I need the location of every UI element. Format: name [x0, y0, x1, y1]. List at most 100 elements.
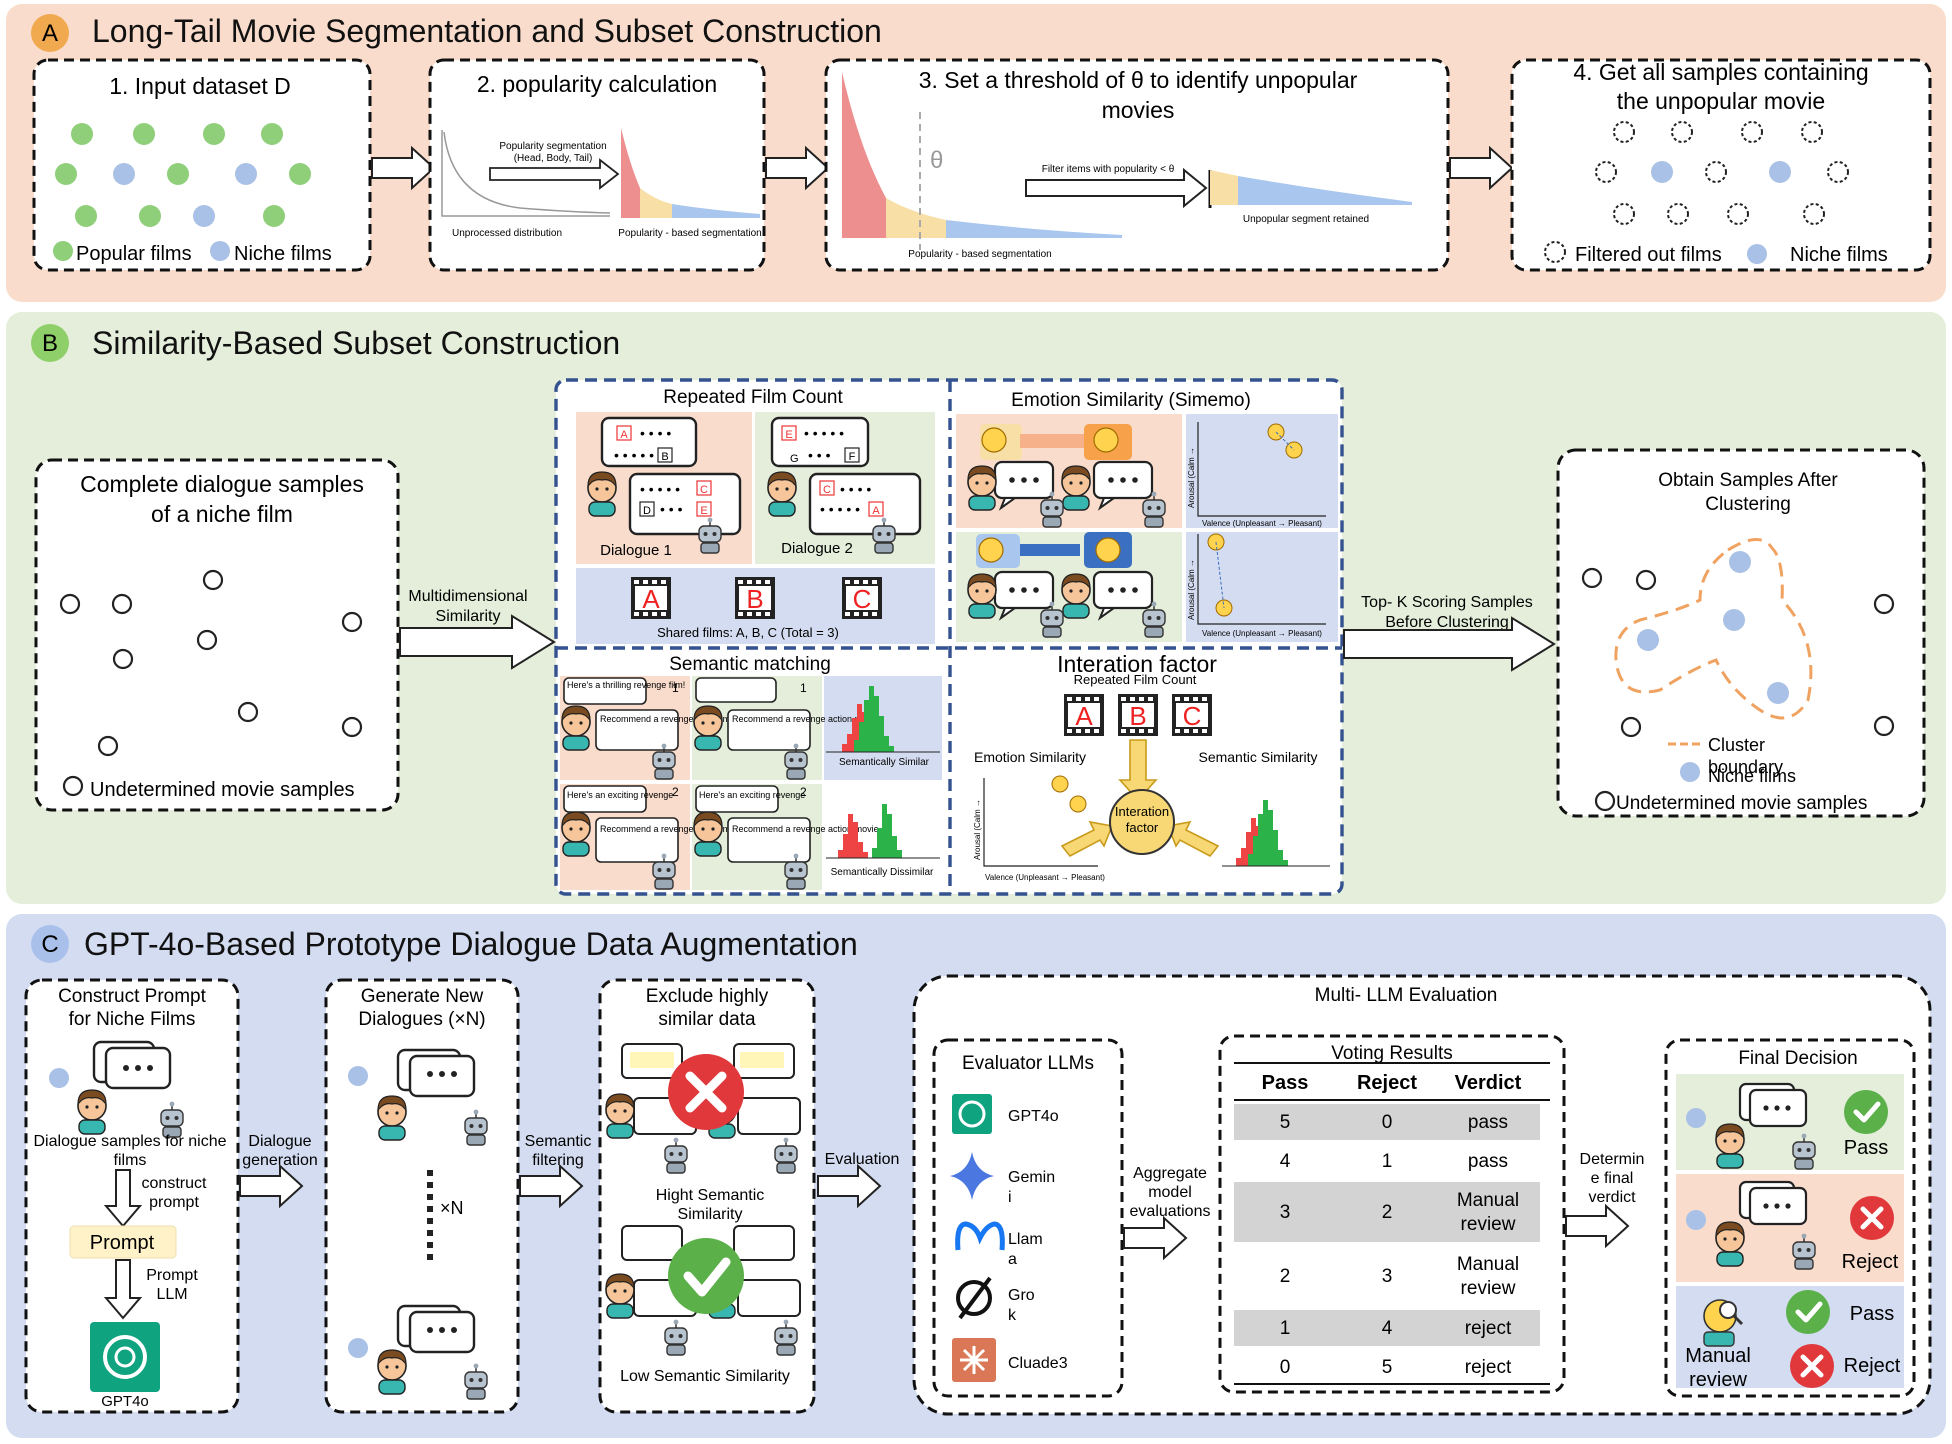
- step1-panel: [32, 58, 372, 272]
- determine-line1: Determin: [1580, 1151, 1645, 1168]
- dialogue-generation-line2: generation: [242, 1152, 318, 1169]
- step4-niche-dot: [1651, 161, 1673, 183]
- section-c-badge: [31, 925, 69, 963]
- gpt-logo-core: [114, 1346, 136, 1368]
- construct-dialogue: [77, 1040, 184, 1138]
- final-pass-check-icon: [1853, 1101, 1881, 1123]
- construct-samples-line1: Dialogue samples for niche: [34, 1133, 227, 1150]
- interaction-film-a-label: A: [1075, 701, 1093, 731]
- interaction-semantic-label: Semantic Similarity: [1198, 749, 1317, 765]
- popular-legend-dot: [53, 241, 73, 261]
- svg-text:• • •: • • •: [660, 501, 683, 517]
- film-b-label: B: [746, 584, 763, 614]
- voting-row4-verdict-line2: review: [1461, 1278, 1516, 1299]
- section-a-badge: [31, 14, 69, 52]
- clustering-title-line1: Obtain Samples After: [1658, 470, 1838, 491]
- svg-text:E: E: [700, 505, 707, 517]
- voting-row-bg: [1234, 1104, 1540, 1140]
- gpt-model-label: GPT4o: [101, 1393, 149, 1410]
- step4-dots: [1595, 121, 1849, 225]
- film-a-label: A: [642, 584, 660, 614]
- generate-times-label: ×N: [440, 1198, 464, 1218]
- semantic-q3-bubble1-line: Here's an exciting revenge: [567, 790, 673, 800]
- generate-niche-dot-bottom: [348, 1338, 368, 1358]
- semantic-q3-bubble2-line: Recommend a revenge action movie.: [600, 824, 749, 834]
- meta-llama-logo-icon: [955, 1221, 1005, 1251]
- determine-line3: verdict: [1588, 1189, 1636, 1206]
- cluster-boundary: [1614, 538, 1813, 720]
- theta-label: θ: [930, 147, 943, 174]
- semantic-q3-number: 2: [672, 785, 679, 799]
- prompt-down-arrow-icon: [103, 1259, 143, 1320]
- final-pass-dialogue: [1715, 1082, 1816, 1170]
- exclude-title-line1: Exclude highly: [646, 986, 769, 1007]
- svg-text:C: C: [823, 484, 831, 496]
- step4-niche-dot: [1769, 161, 1791, 183]
- step3-based-label: Popularity - based segmentation: [908, 249, 1051, 260]
- legend-step4-niche: Niche films: [1790, 244, 1888, 266]
- semantic-q1-bubble2-line: Recommend a revenge action movie.: [600, 714, 749, 724]
- construct-prompt-label-line1: construct: [142, 1175, 207, 1192]
- svg-text:D: D: [643, 505, 651, 517]
- semantic-q1-number: 1: [672, 681, 679, 695]
- film-c-label: C: [853, 584, 872, 614]
- interaction-film-c-label: C: [1183, 701, 1202, 731]
- undetermined-dots: [59, 569, 363, 757]
- dialogue2-label: Dialogue 2: [781, 540, 853, 557]
- voting-row4-verdict-line1: Manual: [1457, 1254, 1519, 1275]
- evaluator-5-name-line1: Cluade3: [1008, 1355, 1068, 1372]
- section-a-title: Long-Tail Movie Segmentation and Subset …: [92, 13, 882, 49]
- legend-niche-films: Niche films: [234, 243, 332, 265]
- gpt-logo-icon: [90, 1322, 160, 1392]
- prompt-llm-line1: Prompt: [146, 1267, 198, 1284]
- gemini-logo-icon: [950, 1152, 994, 1200]
- voting-row1-reject: 0: [1382, 1112, 1393, 1133]
- voting-header-reject: Reject: [1357, 1072, 1417, 1094]
- construct-niche-dot: [49, 1068, 69, 1088]
- voting-row5-reject: 4: [1382, 1318, 1393, 1339]
- final-reject-dialogue: [1715, 1180, 1816, 1270]
- gpt-logo-mark: [103, 1335, 147, 1379]
- step4-title-line1: 4. Get all samples containing: [1573, 59, 1868, 85]
- claude-logo-mark: [960, 1346, 988, 1374]
- interaction-x-axis: Valence (Unpleasant → Pleasant): [985, 873, 1105, 882]
- section-b-letter: B: [42, 330, 58, 357]
- semantic-q3-dialogue: [561, 785, 679, 890]
- svg-text:F: F: [849, 451, 856, 463]
- svg-text:• • • • •: • • • • •: [614, 447, 654, 463]
- final-reject-x-icon: [1860, 1206, 1884, 1230]
- aggregate-line1: Aggregate: [1133, 1165, 1207, 1182]
- voting-row6-reject: 5: [1382, 1357, 1393, 1378]
- cluster-legend-line1: Cluster: [1708, 735, 1765, 755]
- semantic-matching-title: Semantic matching: [669, 654, 831, 675]
- filter-label: Filter items with popularity < θ: [1042, 164, 1175, 175]
- interaction-factor-circle: [1109, 789, 1175, 855]
- voting-row-bg: [1234, 1310, 1540, 1346]
- arrow-a2-small-icon: [489, 158, 620, 190]
- manual-review-line2: review: [1689, 1369, 1747, 1391]
- complete-samples-title-line1: Complete dialogue samples: [80, 471, 364, 497]
- aggregate-line3: evaluations: [1130, 1203, 1211, 1220]
- step3-title-line2: movies: [1102, 97, 1175, 123]
- semantic-q1-dialogue: [561, 677, 679, 780]
- evaluator-3-name-line1: Llam: [1008, 1231, 1043, 1248]
- step2-title: 2. popularity calculation: [477, 71, 717, 97]
- topk-label-line1: Top- K Scoring Samples: [1361, 594, 1533, 611]
- multi-llm-title: Multi- LLM Evaluation: [1315, 985, 1498, 1006]
- svg-text:B: B: [661, 451, 668, 463]
- gpt4o-logo-mark: [958, 1100, 986, 1128]
- repeated-film-title: Repeated Film Count: [663, 387, 843, 408]
- evaluator-4-name-line1: Gro: [1008, 1287, 1035, 1304]
- step3-panel: [824, 58, 1450, 272]
- manual-review-icon: [1703, 1299, 1744, 1347]
- generate-dialogue-bottom: [377, 1304, 488, 1400]
- interaction-emotion-label: Emotion Similarity: [974, 749, 1086, 765]
- retained-label: Unpopular segment retained: [1243, 214, 1369, 225]
- section-a-letter: A: [42, 20, 58, 47]
- complete-samples-panel: [34, 458, 400, 812]
- retained-tail: [1238, 176, 1412, 205]
- segmentation-parts-label: (Head, Body, Tail): [514, 153, 593, 164]
- topk-label-line2: Before Clustering: [1385, 614, 1509, 631]
- segmentation-label: Popularity segmentation: [499, 141, 606, 152]
- step1-title: 1. Input dataset D: [109, 73, 291, 99]
